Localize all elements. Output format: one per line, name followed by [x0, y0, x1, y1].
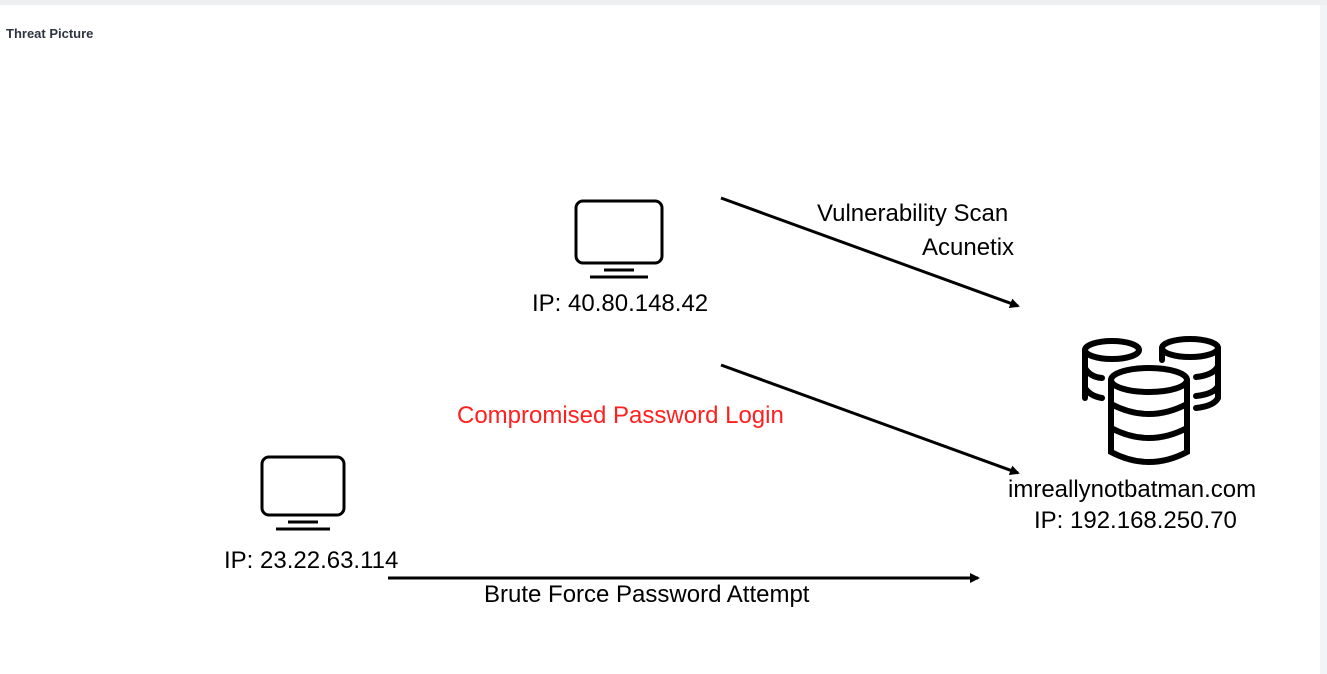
vuln-scan-tool-label: Acunetix — [922, 234, 1014, 261]
compromised-login-arrow — [720, 363, 1020, 475]
server-ip-label: IP: 192.168.250.70 — [1034, 507, 1237, 534]
scanner-monitor-icon — [574, 199, 664, 279]
scanner-ip-label: IP: 40.80.148.42 — [532, 290, 708, 317]
panel-edge — [1320, 5, 1327, 674]
panel-title: Threat Picture — [6, 26, 94, 41]
database-icon — [1082, 336, 1221, 465]
bruteforcer-ip-label: IP: 23.22.63.114 — [224, 547, 398, 574]
server-hostname: imreallynotbatman.com — [1008, 476, 1256, 503]
top-bar — [0, 0, 1327, 5]
vuln-scan-label: Vulnerability Scan — [817, 200, 1008, 227]
vuln-scan-arrow — [720, 196, 1020, 308]
bruteforcer-monitor-icon — [260, 455, 346, 531]
brute-force-label: Brute Force Password Attempt — [484, 581, 810, 608]
compromised-login-label: Compromised Password Login — [457, 402, 784, 429]
